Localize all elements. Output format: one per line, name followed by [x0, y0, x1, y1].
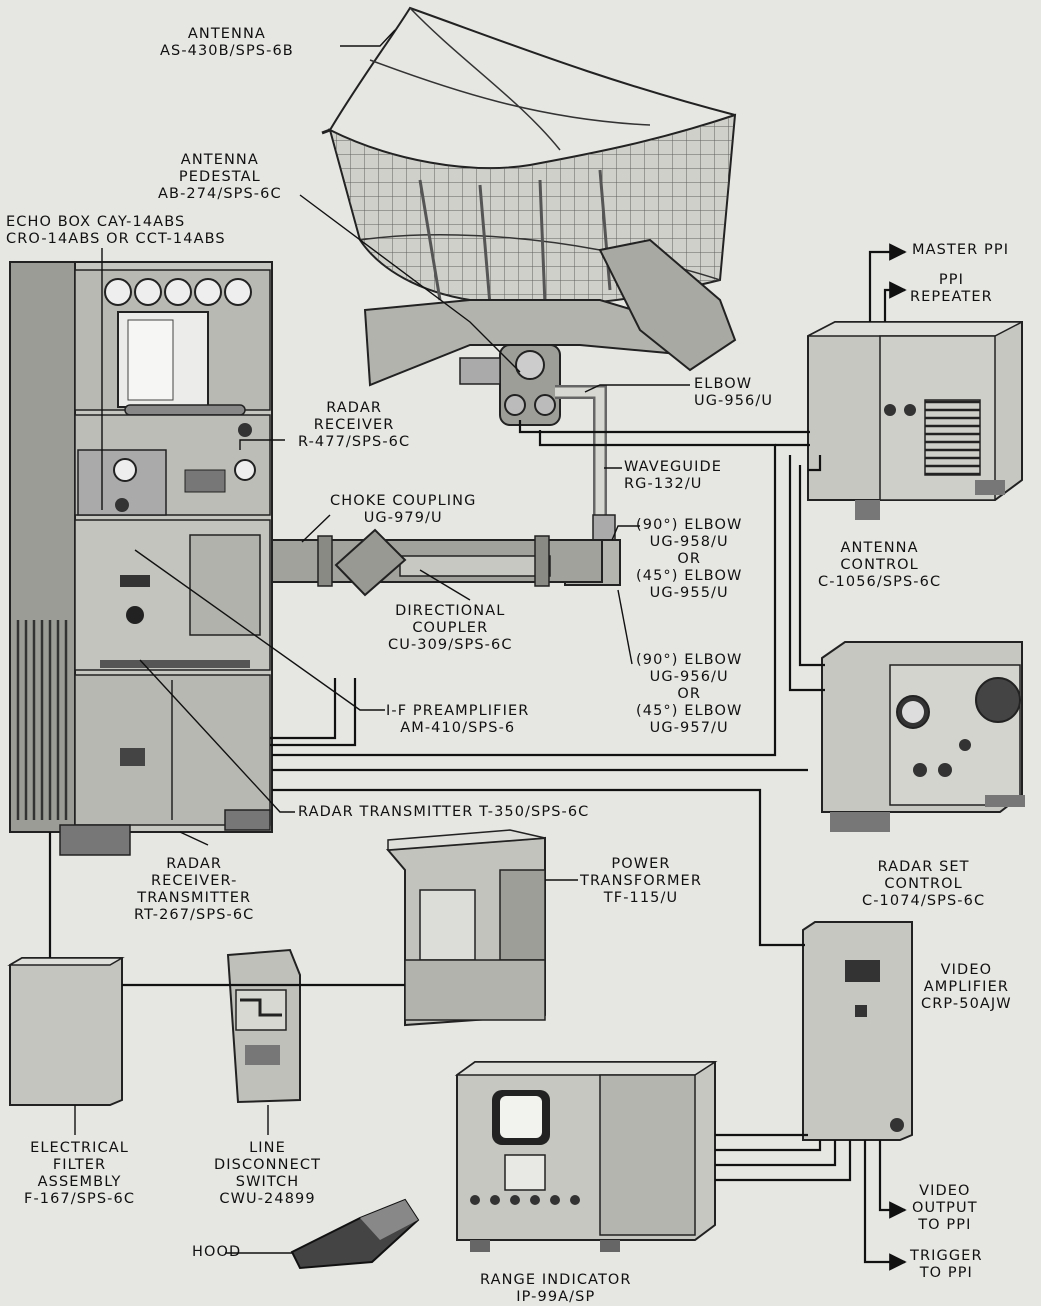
cabling — [48, 243, 907, 1271]
label-master-ppi: MASTER PPI — [912, 242, 1010, 258]
radar-set-control-unit — [821, 641, 1025, 832]
range-indicator-unit — [454, 1061, 718, 1252]
line-disconnect-switch-unit — [226, 948, 301, 1104]
antenna-pedestal-drawing — [363, 238, 737, 426]
label-radar-transmitter: RADAR TRANSMITTER T-350/SPS-6C — [298, 804, 590, 820]
antenna-control-unit — [807, 321, 1023, 520]
waveguide-run — [271, 385, 621, 597]
label-hood: HOOD — [192, 1244, 242, 1260]
electrical-filter-unit — [7, 957, 125, 1106]
power-transformer-unit — [385, 829, 546, 1027]
hood-drawing — [290, 1198, 420, 1270]
leader-lines — [74, 29, 690, 1254]
receiver-transmitter-cabinet — [9, 261, 273, 856]
video-amplifier-unit — [802, 921, 913, 1141]
